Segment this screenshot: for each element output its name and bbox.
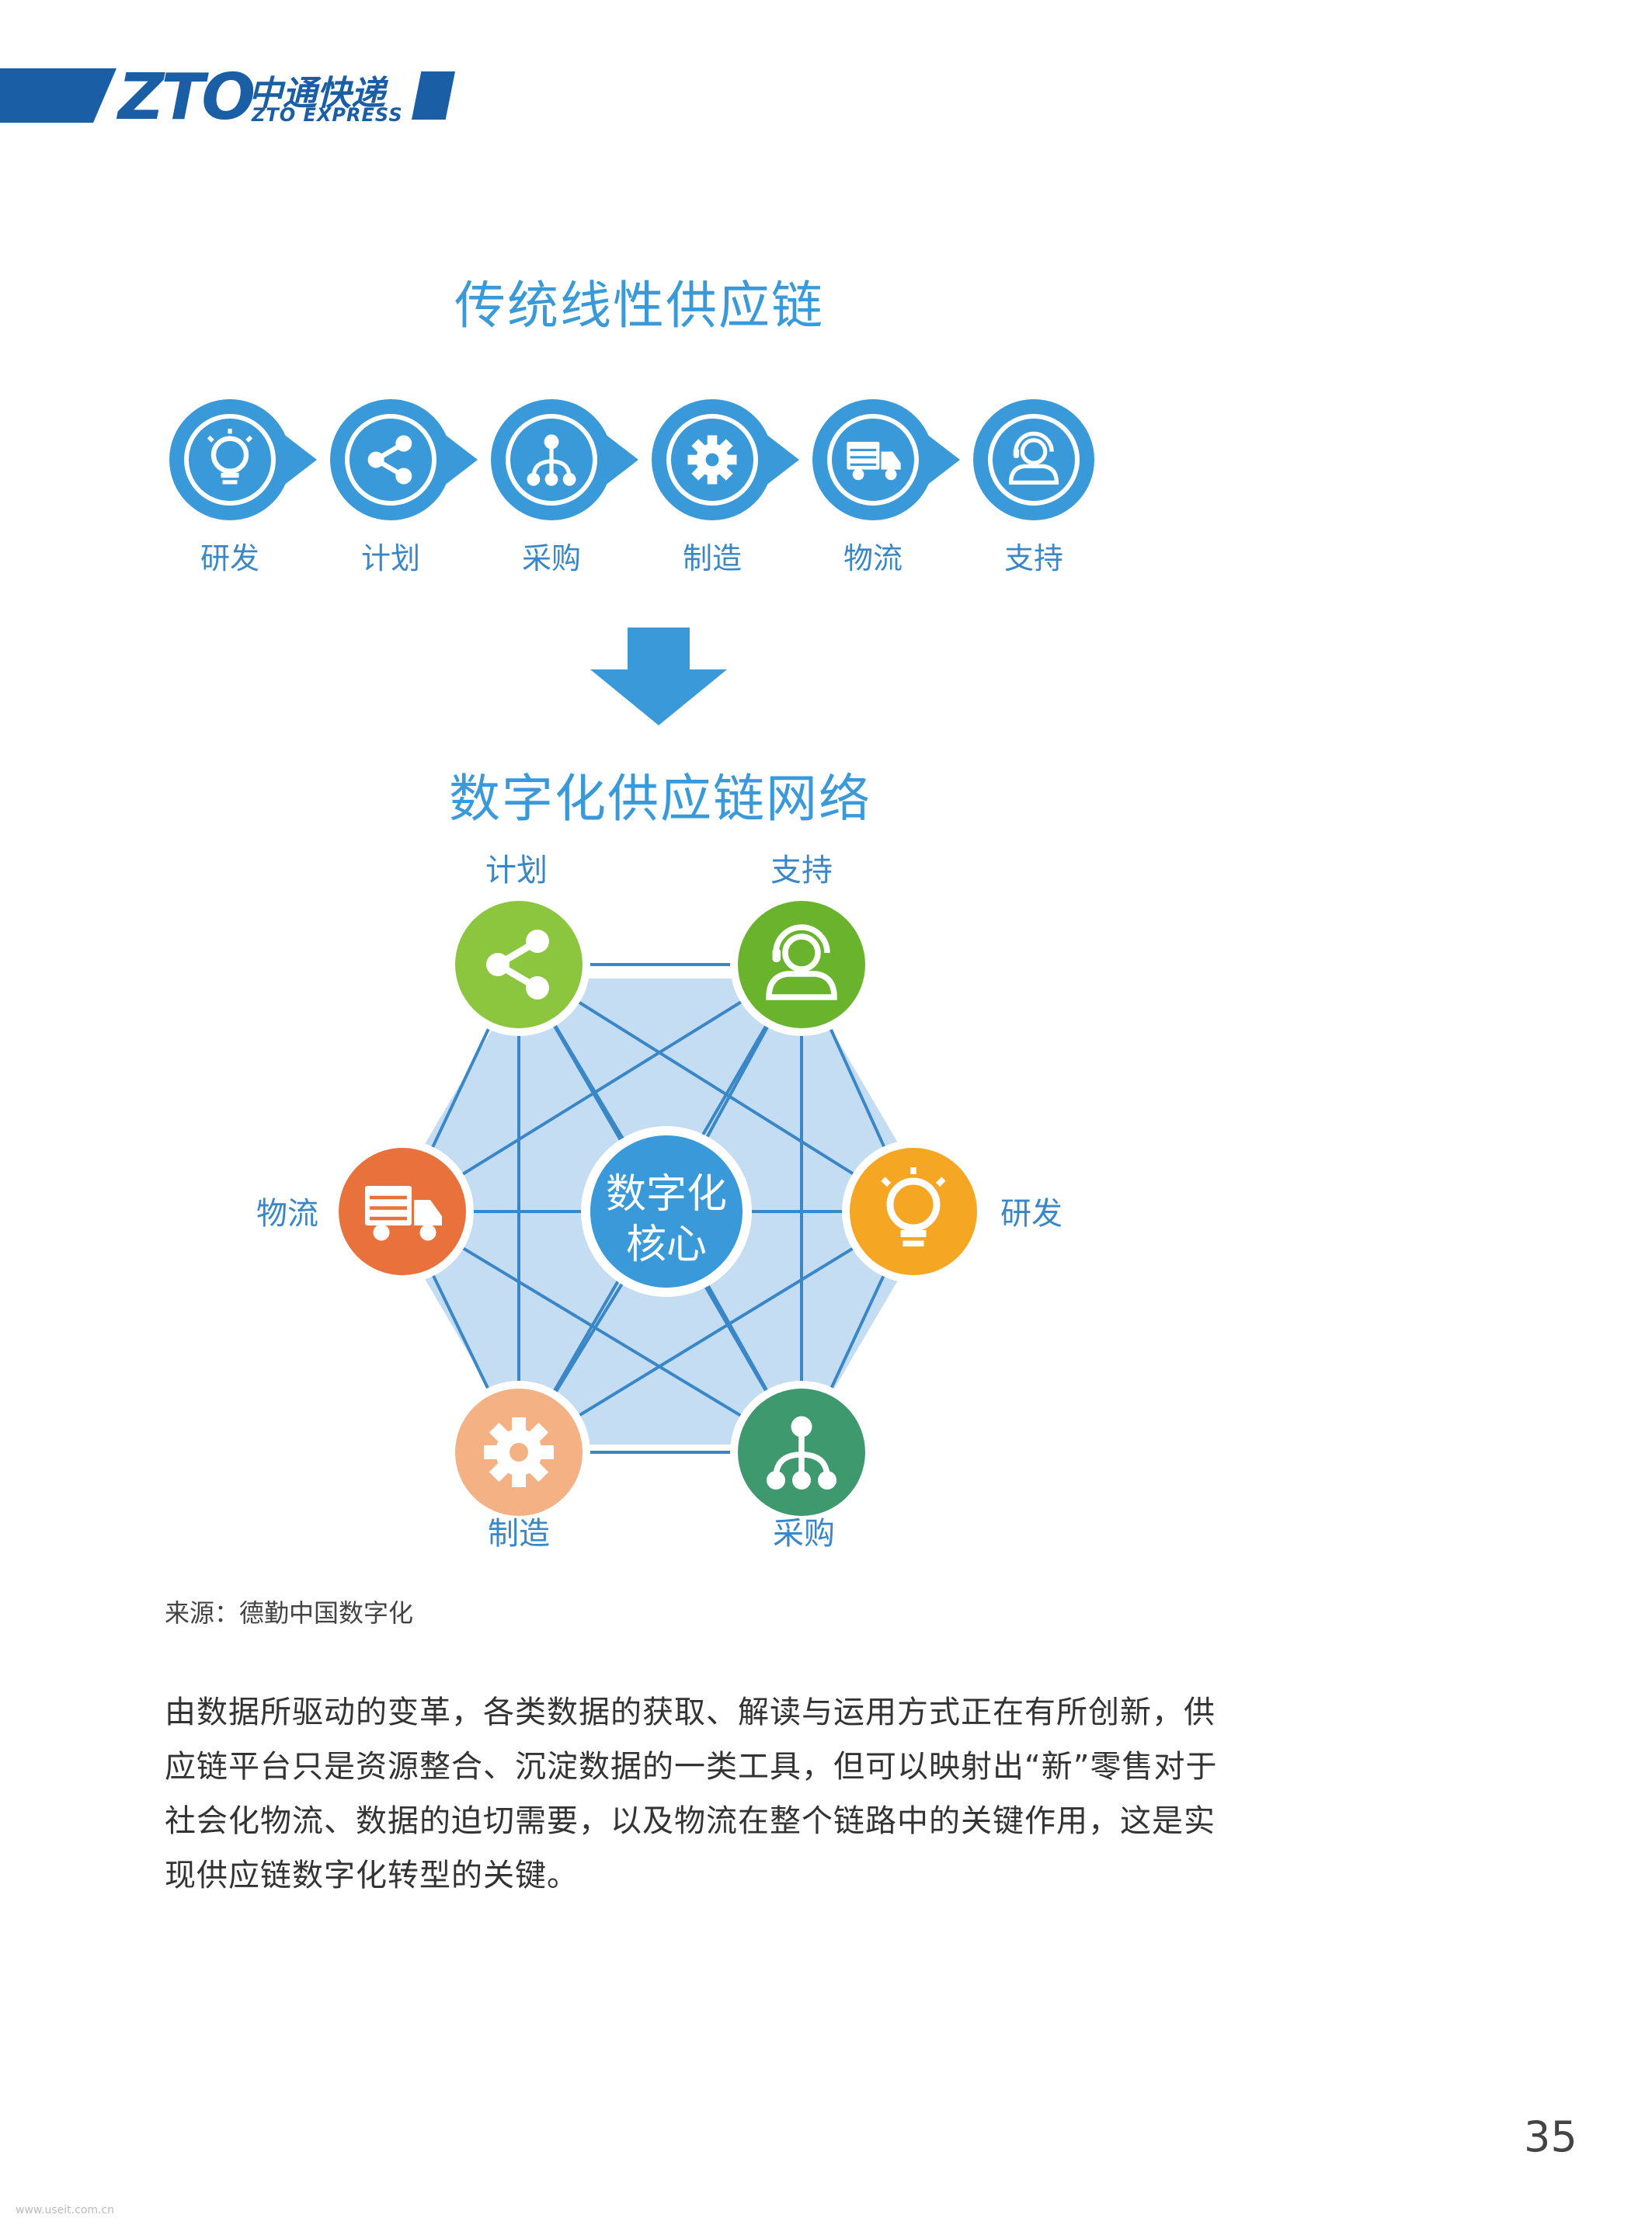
- page-number: 35: [1524, 2112, 1577, 2161]
- gear-icon: [484, 1417, 554, 1487]
- network-link: [517, 963, 915, 1213]
- chain-step: [812, 399, 960, 520]
- network-link: [401, 963, 803, 1213]
- logo-mark: ZTO: [118, 61, 256, 134]
- chain-step-label: 物流: [843, 541, 903, 575]
- chain-step: [652, 399, 799, 520]
- core-label-line1: 数字化: [605, 1171, 727, 1218]
- core-node: [581, 1126, 752, 1297]
- logo-band: [0, 68, 117, 123]
- source-note: 来源：德勤中国数字化: [165, 1598, 414, 1628]
- network-link: [401, 1210, 803, 1454]
- core-label-line2: 核心: [625, 1222, 707, 1268]
- body-paragraph: 由数据所驱动的变革，各类数据的获取、解读与运用方式正在有所创新，供应链平台只是资…: [165, 1695, 1218, 1893]
- chain-step-label: 采购: [521, 541, 581, 575]
- net-label-manufacture: 制造: [488, 1516, 550, 1552]
- net-label-rnd: 研发: [1000, 1196, 1062, 1232]
- chain-step: [330, 399, 478, 520]
- network-node: [447, 1381, 590, 1524]
- chain-step: [169, 399, 317, 520]
- chain-step-label: 研发: [200, 541, 259, 575]
- logo-name-cn: 中通快递: [249, 74, 385, 113]
- net-label-plan: 计划: [485, 853, 548, 888]
- network-node: [730, 893, 873, 1036]
- watermark: www.useit.com.cn: [16, 2204, 115, 2216]
- net-label-support: 支持: [770, 853, 833, 888]
- linear-chain-title: 传统线性供应链: [454, 276, 824, 335]
- down-arrow-icon: [590, 628, 727, 725]
- chain-step-label: 计划: [360, 541, 420, 575]
- chain-step-label: 支持: [1003, 541, 1063, 575]
- network-title: 数字化供应链网络: [449, 769, 871, 829]
- chain-step-label: 制造: [682, 541, 742, 575]
- net-label-logistics: 物流: [256, 1196, 318, 1232]
- network-node: [447, 893, 590, 1036]
- gear-icon: [687, 435, 737, 485]
- network-node: [730, 1381, 873, 1524]
- network-link: [517, 1210, 915, 1454]
- logo-name-en: ZTO EXPRESS: [252, 104, 403, 126]
- chain-step: [973, 399, 1094, 520]
- network-node: [331, 1140, 474, 1283]
- net-label-procure: 采购: [773, 1516, 835, 1552]
- network-node: [842, 1140, 985, 1283]
- chain-step: [491, 399, 638, 520]
